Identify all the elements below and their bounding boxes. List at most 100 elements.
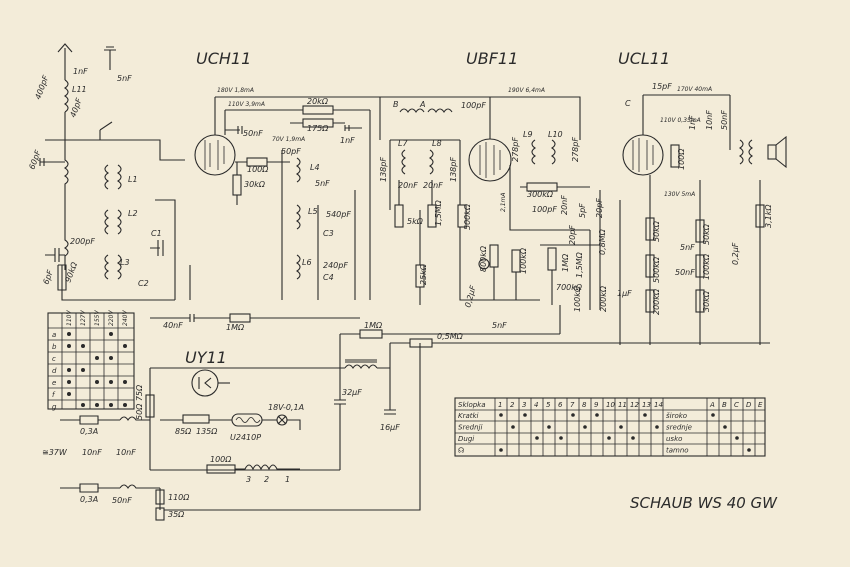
label-l2: L2: [128, 209, 138, 218]
label-r-200k: 200kΩ: [599, 285, 608, 312]
tube-uy11: [191, 369, 219, 397]
label-r-500k: 500kΩ: [463, 203, 472, 230]
switch-col-letter: E: [758, 401, 763, 409]
switch-col-number: 14: [654, 401, 663, 409]
label-c3: C3: [323, 229, 334, 238]
voltage-col-header: 240V: [122, 310, 129, 326]
label-c-10nf: 10nF: [705, 110, 714, 130]
label-c-10nf-mains: 10nF: [82, 448, 102, 457]
tube-title-ucl11: UCL11: [618, 49, 670, 68]
label-c-50nf-uch: 50nF: [243, 129, 263, 138]
label-c-278pf-b: 278pF: [571, 137, 580, 162]
label-c-10nf-mains2: 10nF: [116, 448, 136, 457]
label-fuse-b: 0,3A: [80, 495, 98, 504]
label-r-100-h: 100Ω: [210, 455, 232, 464]
switch-row-label: Kratki: [458, 412, 479, 420]
voltage-col-header: 155V: [94, 310, 101, 326]
label-r-3-1k: 3,1kΩ: [764, 204, 773, 228]
label-c-02uf: 0,2μF: [463, 284, 478, 308]
switch-col-number: 9: [594, 401, 599, 409]
tube-title-ubf11: UBF11: [466, 49, 518, 68]
coil-l9: L9: [523, 130, 536, 165]
label-r-500k-ucl: 500kΩ: [652, 256, 661, 283]
label-c-1nf: 1nF: [73, 67, 88, 76]
switch-row-tone: tamno: [666, 447, 689, 455]
label-l3: L3: [120, 258, 130, 267]
switch-col-letter: B: [722, 401, 727, 409]
if-transformer-left: B A: [393, 100, 453, 113]
output-transformer: [739, 139, 753, 165]
tube-uch11: [194, 134, 236, 176]
dial-lamp-icon: [276, 414, 288, 426]
label-r-100k-ucl: 100kΩ: [702, 253, 711, 280]
label-r-85: 85Ω: [175, 427, 192, 436]
label-r-175: 175Ω: [307, 124, 329, 133]
svg-text:B: B: [393, 100, 399, 109]
ground-antenna-symbol: [104, 46, 116, 62]
tube-title-uy11: UY11: [185, 348, 227, 367]
label-c-540pf: 540pF: [326, 210, 351, 219]
label-v-180-1-8: 180V 1,8mA: [217, 87, 254, 94]
label-c4: C4: [323, 273, 334, 282]
filter-choke: [344, 359, 378, 369]
label-r-50k-a: 50kΩ: [652, 220, 661, 242]
label-v-190-6-4: 190V 6,4mA: [508, 87, 545, 94]
label-r-135: 135Ω: [196, 427, 218, 436]
label-r-0-5m: 0,5MΩ: [437, 332, 464, 341]
label-c-20nf-c: 20nF: [560, 195, 569, 215]
switch-col-number: 7: [570, 401, 575, 409]
switch-col-letter: C: [734, 401, 739, 409]
switch-col-letter: A: [709, 401, 715, 409]
label-c-138pf-a: 138pF: [379, 157, 388, 182]
label-c1: C1: [151, 229, 162, 238]
switch-col-number: 2: [510, 401, 515, 409]
ballast-tube-u2410p: [231, 413, 263, 427]
label-l7: L7: [398, 139, 408, 148]
label-r-30k: 30kΩ: [244, 180, 266, 189]
label-c-240pf: 240pF: [323, 261, 348, 270]
label-c-50nf-b: 50nF: [675, 268, 695, 277]
coil-l10: L10: [548, 130, 563, 165]
tube-ubf11: [468, 138, 512, 182]
label-c-100pf-ubf: 100pF: [461, 101, 486, 110]
switch-col-letter: D: [746, 401, 752, 409]
switch-col-number: 12: [630, 401, 639, 409]
voltage-row-label: f: [52, 391, 56, 399]
svg-text:3: 3: [246, 475, 251, 484]
switch-row-tone: usko: [666, 435, 682, 443]
label-l1: L1: [128, 175, 138, 184]
label-c-400pf: 400pF: [33, 74, 50, 101]
label-c-1nf-uch: 1nF: [340, 136, 355, 145]
label-l9: L9: [523, 130, 533, 139]
voltage-col-header: 127V: [80, 310, 87, 326]
coil-l3: L3 C2: [104, 254, 149, 288]
label-r-5k: 5kΩ: [407, 217, 424, 226]
label-r-0-8m: 0,8MΩ: [598, 228, 607, 255]
switch-col-number: 1: [498, 401, 502, 409]
label-c-16uf: 16μF: [380, 423, 400, 432]
label-v-110-3-9: 110V 3,9mA: [228, 101, 265, 108]
tube-title-uch11: UCH11: [196, 49, 251, 68]
label-r-1m-b: 1MΩ: [364, 321, 383, 330]
label-mains: ≅37W: [42, 448, 68, 457]
label-c-6pf: 6pF: [41, 268, 55, 285]
label-l8: L8: [432, 139, 442, 148]
label-v-70-1-9: 70V 1,9mA: [272, 136, 305, 143]
coil-l8: L8: [429, 139, 442, 175]
voltage-col-header: 220V: [108, 310, 115, 326]
switch-row-label: ☊: [458, 447, 464, 455]
switch-table-header: Sklopka: [458, 401, 486, 409]
label-c-20pf: 20pF: [568, 225, 577, 245]
coil-l1: L1: [104, 164, 138, 190]
switch-col-number: 11: [618, 401, 627, 409]
label-c-20nf-b: 20nF: [423, 181, 443, 190]
coil-l4: L4 5nF: [296, 157, 330, 188]
label-fuse-a: 0,3A: [80, 427, 98, 436]
switch-row-label: Srednji: [458, 424, 482, 432]
label-r-100k-b: 100kΩ: [573, 285, 582, 312]
label-l4: L4: [310, 163, 320, 172]
switch-col-number: 10: [606, 401, 615, 409]
label-c-5nf-ucl: 5nF: [680, 243, 695, 252]
coil-l2: L2 C1: [104, 209, 162, 238]
